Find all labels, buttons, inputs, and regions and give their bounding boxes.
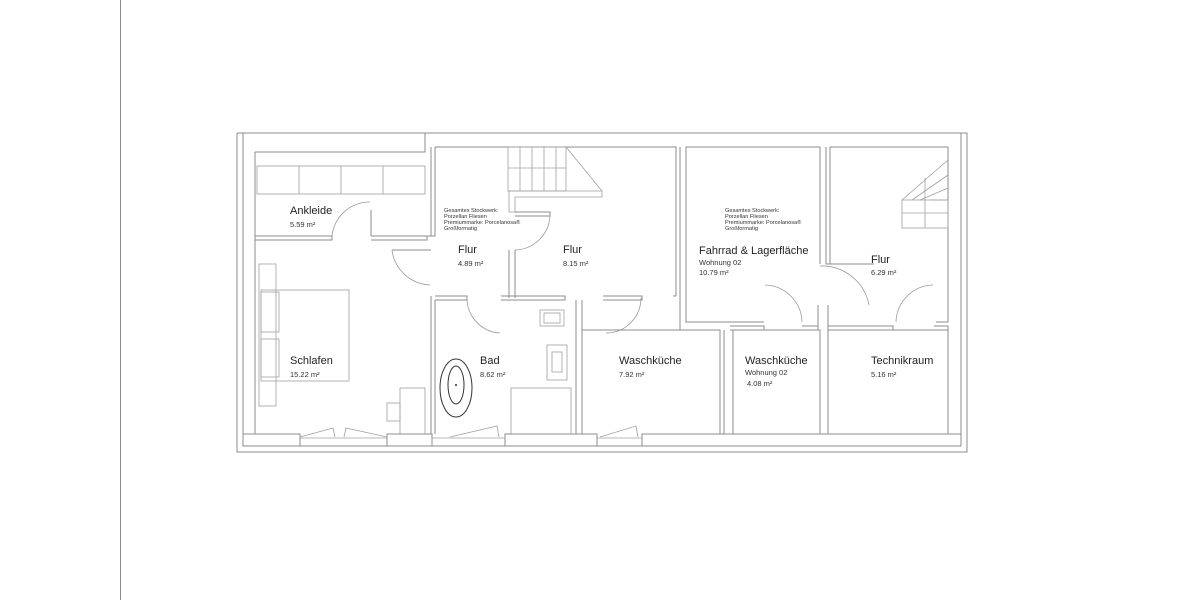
svg-text:Bad: Bad [480,355,500,367]
outer-walls [236,132,968,453]
svg-text:Premiummarke: Porcelanosa®: Premiummarke: Porcelanosa® [444,219,521,226]
svg-text:Gesamtes Stockwerk:: Gesamtes Stockwerk: [444,208,499,214]
svg-text:Großformatig: Großformatig [725,226,758,232]
svg-text:5.59 m²: 5.59 m² [290,220,316,229]
svg-text:8.15 m²: 8.15 m² [563,259,589,268]
svg-text:Technikraum: Technikraum [871,355,933,367]
svg-text:Flur: Flur [563,244,582,256]
room-label-ankleide: Ankleide 5.59 m² [290,205,332,229]
room-label-bad: Bad 8.62 m² [480,355,506,379]
svg-text:Premiummarke: Porcelanosa®: Premiummarke: Porcelanosa® [725,219,802,226]
svg-text:Fahrrad & Lagerfläche: Fahrrad & Lagerfläche [699,245,808,257]
svg-text:5.16 m²: 5.16 m² [871,370,897,379]
bottom-walls-windows [242,425,962,447]
bed [258,263,426,435]
svg-text:6.29 m²: 6.29 m² [871,268,897,277]
ankleide-walls [255,201,428,241]
svg-text:Porzellan Fliesen: Porzellan Fliesen [444,214,487,220]
wardrobe [256,165,426,195]
svg-text:Porzellan Fliesen: Porzellan Fliesen [725,214,768,220]
svg-text:4.08 m²: 4.08 m² [747,379,773,388]
svg-text:4.89 m²: 4.89 m² [458,259,484,268]
svg-text:Gesamtes Stockwerk:: Gesamtes Stockwerk: [725,208,780,214]
interior-walls [391,146,725,434]
svg-text:Wohnung 02: Wohnung 02 [699,258,741,267]
room-label-waschkueche-2: Waschküche Wohnung 02 4.08 m² [745,355,808,388]
svg-text:Flur: Flur [458,244,477,256]
flooring-note-right: Gesamtes Stockwerk: Porzellan Fliesen Pr… [725,208,802,232]
svg-text:Waschküche: Waschküche [745,355,808,367]
right-block-walls [685,146,949,435]
svg-text:Waschküche: Waschküche [619,355,682,367]
svg-text:15.22 m²: 15.22 m² [290,370,320,379]
room-label-flur-2: Flur 8.15 m² [563,244,589,268]
room-label-schlafen: Schlafen 15.22 m² [290,355,333,379]
svg-text:10.79 m²: 10.79 m² [699,268,729,277]
room-label-flur-3: Flur 6.29 m² [871,254,897,277]
svg-text:8.62 m²: 8.62 m² [480,370,506,379]
bathroom-fixtures [439,309,572,435]
room-label-flur-1: Flur 4.89 m² [458,244,484,268]
flooring-note-left: Gesamtes Stockwerk: Porzellan Fliesen Pr… [444,208,521,232]
svg-text:Schlafen: Schlafen [290,355,333,367]
svg-text:Großformatig: Großformatig [444,226,477,232]
room-label-technikraum: Technikraum 5.16 m² [871,355,933,379]
svg-text:7.92 m²: 7.92 m² [619,370,645,379]
svg-text:Wohnung 02: Wohnung 02 [745,368,787,377]
page-margin-line [120,0,121,600]
svg-text:Flur: Flur [871,254,890,266]
room-label-fahrrad: Fahrrad & Lagerfläche Wohnung 02 10.79 m… [699,245,808,277]
svg-text:Ankleide: Ankleide [290,205,332,217]
room-label-waschkueche-1: Waschküche 7.92 m² [619,355,682,379]
